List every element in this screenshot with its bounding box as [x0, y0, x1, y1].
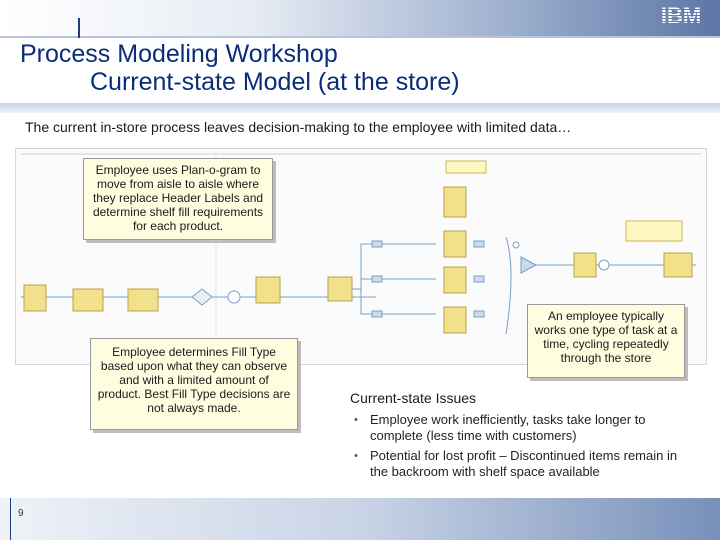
bullet-icon: •: [354, 414, 358, 426]
issue-item: • Employee work inefficiently, tasks tak…: [354, 412, 694, 444]
header-band: [0, 0, 720, 38]
header-tick: [78, 18, 80, 38]
task-box: [663, 252, 693, 278]
svg-text:IBM: IBM: [661, 4, 701, 26]
footer-band: [0, 498, 720, 540]
header-rule: [0, 36, 720, 38]
task-box: [255, 276, 281, 304]
issue-text: Potential for lost profit – Discontinued…: [370, 448, 678, 479]
task-box: [443, 230, 467, 258]
process-diagram: [15, 148, 707, 365]
issue-item: • Potential for lost profit – Discontinu…: [354, 448, 694, 480]
task-box: [573, 252, 597, 278]
page-number: 9: [18, 508, 24, 519]
slide-title-line1: Process Modeling Workshop: [20, 40, 338, 68]
callout-plan-o-gram: Employee uses Plan-o-gram to move from a…: [83, 158, 273, 240]
issues-list: • Employee work inefficiently, tasks tak…: [354, 412, 694, 484]
footer-tick: [10, 498, 11, 540]
slide-title-line2: Current-state Model (at the store): [90, 68, 460, 96]
issue-text: Employee work inefficiently, tasks take …: [370, 412, 646, 443]
task-box: [127, 288, 159, 312]
task-box: [23, 284, 47, 312]
task-box: [443, 306, 467, 334]
callout-task-cycle: An employee typically works one type of …: [527, 304, 685, 378]
note-box: [625, 220, 683, 242]
bullet-icon: •: [354, 450, 358, 462]
slide-subtitle: The current in-store process leaves deci…: [25, 119, 572, 135]
task-box: [443, 186, 467, 218]
ibm-logo: IBM: [661, 4, 701, 26]
note-box: [445, 160, 487, 174]
title-rule: [0, 103, 720, 113]
task-box: [327, 276, 353, 302]
issues-title: Current-state Issues: [350, 390, 477, 406]
task-box: [72, 288, 104, 312]
merge-marker: [520, 256, 538, 274]
task-box: [443, 266, 467, 294]
callout-fill-type: Employee determines Fill Type based upon…: [90, 338, 298, 430]
decision-diamond: [191, 288, 213, 306]
gateway-node: [227, 290, 241, 304]
